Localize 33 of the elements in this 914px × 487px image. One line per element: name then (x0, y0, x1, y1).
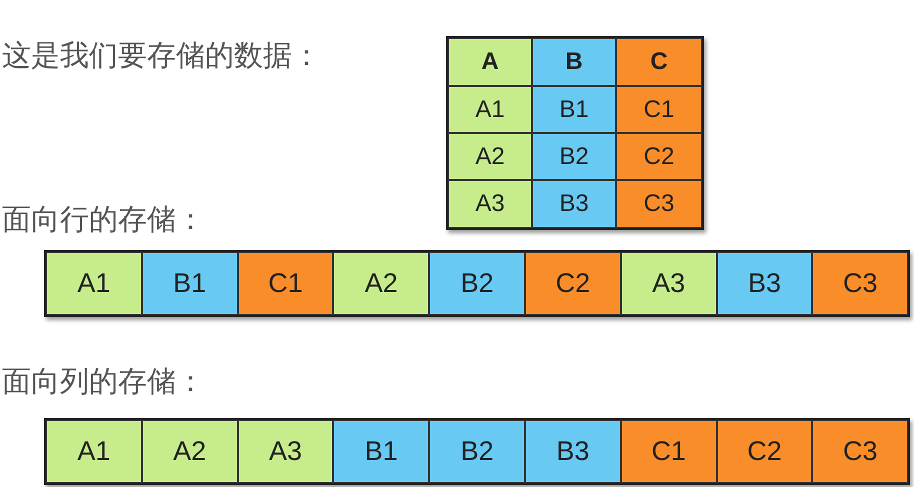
storage-cell: B3 (716, 252, 812, 315)
storage-cell: C3 (812, 420, 908, 483)
column-header: A (448, 38, 532, 86)
storage-cell: A1 (46, 252, 142, 315)
table-cell: C2 (616, 133, 702, 180)
storage-cell: A1 (46, 420, 142, 483)
column-header: C (616, 38, 702, 86)
table-cell: B2 (532, 133, 616, 180)
table-cell: B1 (532, 86, 616, 133)
heading-text: 面向行的存储： (2, 203, 205, 238)
table-cell: B3 (532, 180, 616, 228)
heading-text: 面向列的存储： (2, 365, 205, 400)
storage-cell: B1 (333, 420, 430, 483)
storage-cell: A3 (238, 420, 334, 483)
table-cell: C3 (616, 180, 702, 228)
storage-cell: A2 (333, 252, 430, 315)
table-cell: A1 (448, 86, 532, 133)
storage-cell: C2 (525, 252, 621, 315)
storage-cell: A3 (620, 252, 717, 315)
storage-cell: C3 (812, 252, 908, 315)
storage-cell: B2 (429, 252, 525, 315)
storage-cell: B3 (525, 420, 621, 483)
storage-cell: A2 (142, 420, 238, 483)
heading-text: 这是我们要存储的数据： (2, 39, 321, 74)
table-cell: C1 (616, 86, 702, 133)
column-header: B (532, 38, 616, 86)
storage-cell: C1 (620, 420, 717, 483)
storage-cell: C1 (238, 252, 334, 315)
table-cell: A2 (448, 133, 532, 180)
storage-cell: B1 (142, 252, 238, 315)
storage-cell: C2 (716, 420, 812, 483)
storage-cell: B2 (429, 420, 525, 483)
table-cell: A3 (448, 180, 532, 228)
